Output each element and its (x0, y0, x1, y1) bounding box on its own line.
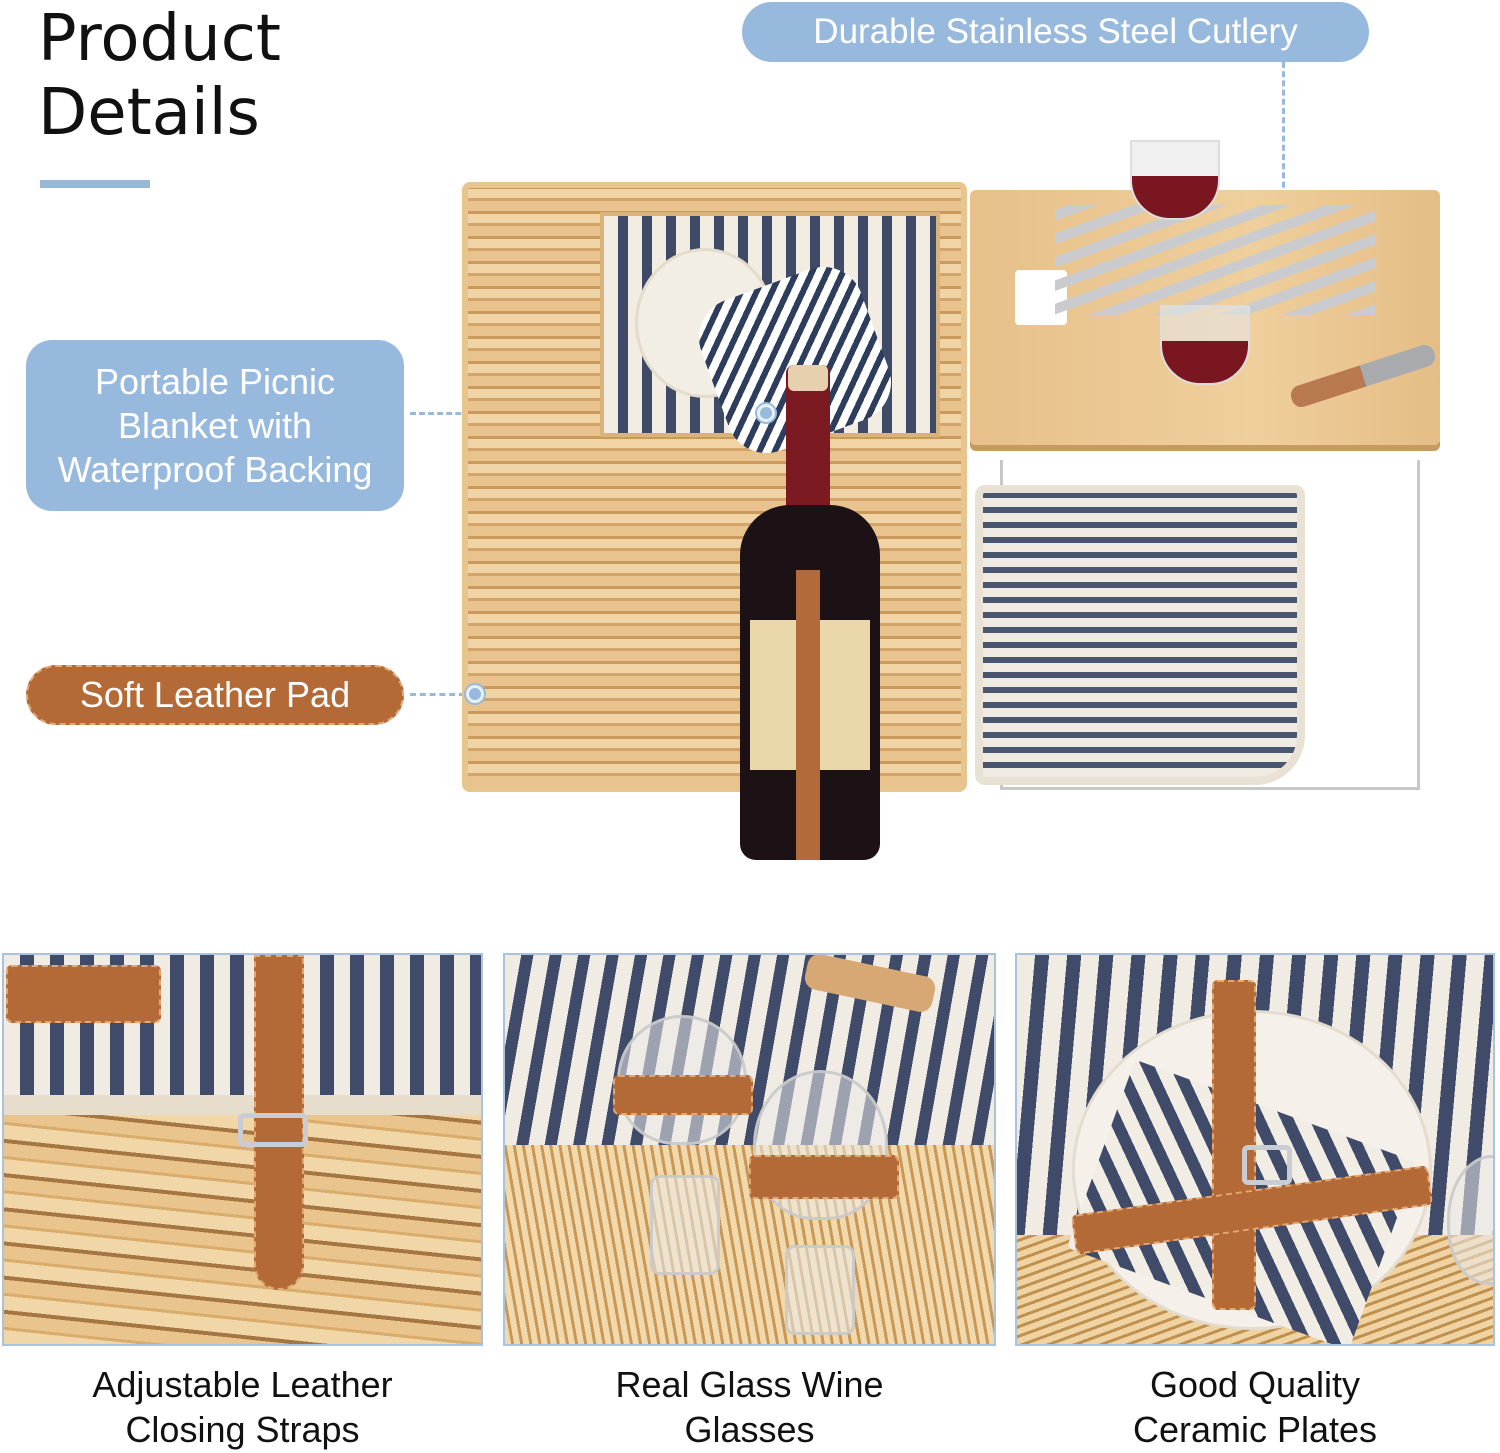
wine-glass-icon (1130, 140, 1220, 220)
feature-caption-glasses: Real Glass Wine Glasses (503, 1362, 996, 1452)
caption-line-1: Adjustable Leather (92, 1364, 393, 1405)
bottle-cork (788, 365, 828, 391)
callout-cutlery-leader-line (1282, 62, 1285, 252)
caption-line-2: Ceramic Plates (1132, 1409, 1378, 1450)
feature-caption-straps: Adjustable Leather Closing Straps (2, 1362, 483, 1452)
feature-panel-glasses (503, 953, 996, 1346)
page-title: Product Details (38, 2, 281, 150)
buckle-icon (1242, 1145, 1292, 1185)
caption-line-1: Good Quality (1149, 1364, 1361, 1405)
callout-cutlery-text: Durable Stainless Steel Cutlery (813, 12, 1298, 51)
cutlery-set (1055, 205, 1375, 315)
callout-cutlery: Durable Stainless Steel Cutlery (742, 2, 1369, 62)
leather-tab (6, 965, 161, 1023)
callout-leather-pad-text: Soft Leather Pad (79, 674, 351, 715)
feature-panel-straps (2, 953, 483, 1346)
callout-blanket-line-3: Waterproof Backing (57, 448, 373, 490)
buckle-icon (238, 1113, 308, 1147)
wicker-texture (4, 1115, 481, 1344)
glass-leather-holder (749, 1155, 899, 1199)
feature-caption-plates: Good Quality Ceramic Plates (1015, 1362, 1495, 1452)
wine-bottle (740, 365, 880, 860)
caption-line-2: Closing Straps (125, 1409, 360, 1450)
callout-leather-marker-icon (466, 685, 484, 703)
caption-line-1: Real Glass Wine (615, 1364, 884, 1405)
title-underline (40, 180, 150, 188)
hero-product-image (440, 130, 1470, 870)
glass-leather-holder (613, 1075, 753, 1115)
title-line-2: Details (38, 76, 260, 150)
callout-blanket-marker-icon (757, 404, 775, 422)
callout-blanket-line-1: Portable Picnic (94, 360, 336, 402)
wine-glass-icon (1160, 305, 1250, 385)
title-line-1: Product (38, 2, 281, 76)
caption-line-2: Glasses (684, 1409, 815, 1450)
glass-stem (785, 1245, 855, 1335)
callout-leather-pad: Soft Leather Pad (26, 665, 404, 725)
callout-blanket: Portable Picnic Blanket with Waterproof … (26, 340, 404, 511)
bottle-leather-holder (796, 570, 820, 860)
callout-blanket-line-2: Blanket with (117, 404, 313, 446)
feature-panel-plates (1015, 953, 1495, 1346)
striped-table-cover (975, 485, 1305, 785)
lid-trim (4, 1095, 481, 1117)
callout-leather-leader-line (410, 693, 465, 696)
glass-stem (650, 1175, 720, 1275)
